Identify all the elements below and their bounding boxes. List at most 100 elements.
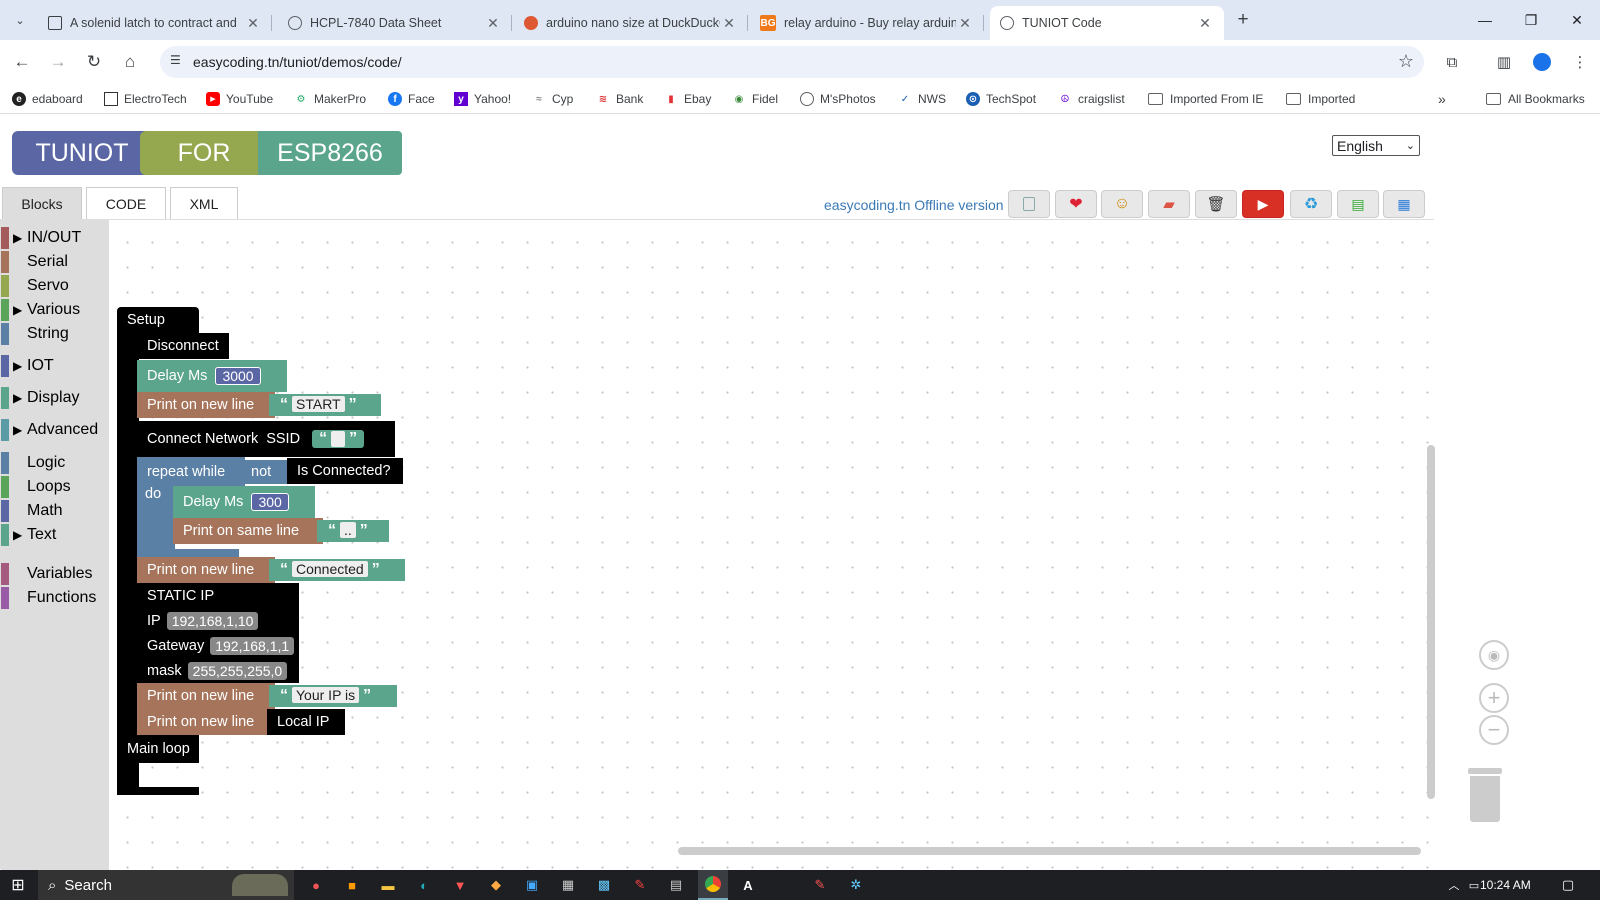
taskbar-app-icon[interactable]: ▤ xyxy=(669,877,683,892)
print-new-line-block[interactable]: Print on new line xyxy=(137,709,275,735)
recycle-icon[interactable]: ♻ xyxy=(1290,190,1332,218)
offline-version-link[interactable]: easycoding.tn Offline version xyxy=(824,197,1004,213)
string-block[interactable]: “..” xyxy=(317,520,389,542)
horizontal-scrollbar[interactable] xyxy=(678,847,1421,855)
avatar-icon[interactable]: ☺ xyxy=(1101,190,1143,218)
taskbar-app-icon[interactable]: ▩ xyxy=(597,877,611,892)
language-select[interactable]: English ⌄ xyxy=(1332,135,1420,156)
print-same-line-block[interactable]: Print on same line xyxy=(173,518,323,544)
category-variables[interactable]: Variables xyxy=(1,562,109,586)
category-servo[interactable]: Servo xyxy=(1,274,109,298)
taskbar-app-icon[interactable]: ▦ xyxy=(561,877,575,892)
windows-start-icon[interactable]: ⊞ xyxy=(11,877,25,894)
browser-tab[interactable]: arduino nano size at DuckDuckGo ✕ xyxy=(514,6,748,40)
delay-value-field[interactable]: 3000 xyxy=(215,367,261,385)
category-logic[interactable]: Logic xyxy=(1,451,109,475)
disconnect-block[interactable]: Disconnect xyxy=(137,333,229,359)
string-block[interactable]: “Your IP is” xyxy=(269,685,397,707)
clock-time[interactable]: 10:24 AM xyxy=(1480,878,1531,892)
browser-tab[interactable]: BG relay arduino - Buy relay arduino ✕ xyxy=(750,6,984,40)
category-string[interactable]: String xyxy=(1,322,109,346)
edge-icon[interactable]: ◐ xyxy=(420,877,428,893)
category-serial[interactable]: Serial xyxy=(1,250,109,274)
trash-icon[interactable]: 🗑 xyxy=(1195,190,1237,218)
taskbar-app-icon[interactable]: ✎ xyxy=(634,877,646,892)
delay-value-field[interactable]: 300 xyxy=(251,493,289,511)
zoom-in-icon[interactable]: + xyxy=(1479,683,1509,713)
window-close-icon[interactable]: ✕ xyxy=(1571,11,1583,28)
chevron-right-double-icon[interactable]: » xyxy=(1438,91,1446,107)
category-in-out[interactable]: ▶IN/OUT xyxy=(1,226,109,250)
all-bookmarks-folder[interactable]: All Bookmarks xyxy=(1486,90,1585,108)
bookmark-item[interactable]: ▮Ebay xyxy=(664,90,711,108)
category-text[interactable]: ▶Text xyxy=(1,523,109,547)
ip-field[interactable]: 192,168,1,10 xyxy=(166,611,259,630)
taskbar-app-icon[interactable]: ■ xyxy=(348,877,356,893)
bookmark-item[interactable]: M'sPhotos xyxy=(800,90,876,108)
folder-icon[interactable]: ▦ xyxy=(1383,190,1425,218)
blockly-workspace[interactable]: Setup Disconnect Delay Ms 3000 Print on … xyxy=(109,220,1509,870)
back-arrow-icon[interactable]: ← xyxy=(13,52,31,71)
main-loop-block[interactable]: Main loop xyxy=(117,735,199,763)
play-icon[interactable]: ▶ xyxy=(1242,190,1284,218)
zoom-out-icon[interactable]: − xyxy=(1479,715,1509,745)
taskbar-app-icon[interactable]: ▣ xyxy=(525,877,539,892)
chevron-up-icon[interactable]: ︿ xyxy=(1448,880,1460,892)
site-info-icon[interactable]: ☰ xyxy=(170,53,181,67)
category-math[interactable]: Math xyxy=(1,499,109,523)
side-panel-icon[interactable]: ▥ xyxy=(1496,54,1512,71)
is-connected-block[interactable]: Is Connected? xyxy=(287,458,403,484)
minimize-icon[interactable]: — xyxy=(1478,12,1492,28)
file-explorer-icon[interactable]: ▬ xyxy=(381,877,395,893)
bookmark-item[interactable]: ElectroTech xyxy=(104,90,187,108)
category-advanced[interactable]: ▶Advanced xyxy=(1,418,109,442)
category-display[interactable]: ▶Display xyxy=(1,386,109,410)
print-new-line-block[interactable]: Print on new line xyxy=(137,392,275,418)
category-functions[interactable]: Functions xyxy=(1,586,109,610)
bookmark-item[interactable]: ☮craigslist xyxy=(1058,90,1125,108)
string-block[interactable]: “Connected” xyxy=(269,559,405,581)
connect-network-block[interactable]: Connect Network SSID “” xyxy=(137,421,395,457)
delay-block[interactable]: Delay Ms 300 xyxy=(173,486,315,518)
not-block[interactable]: not xyxy=(241,460,291,484)
close-icon[interactable]: ✕ xyxy=(247,14,259,31)
category-loops[interactable]: Loops xyxy=(1,475,109,499)
taskbar-search[interactable]: ⌕ Search xyxy=(38,870,294,900)
taskbar-app-icon[interactable]: ● xyxy=(312,877,320,893)
close-icon[interactable]: ✕ xyxy=(487,14,499,31)
close-icon[interactable]: ✕ xyxy=(959,14,971,31)
category-iot[interactable]: ▶IOT xyxy=(1,354,109,378)
url-text[interactable]: easycoding.tn/tuniot/demos/code/ xyxy=(193,54,402,70)
forward-arrow-icon[interactable]: → xyxy=(49,52,67,71)
taskbar-app-icon[interactable]: ✎ xyxy=(814,877,826,892)
address-bar[interactable]: ☰ easycoding.tn/tuniot/demos/code/ ☆ xyxy=(160,46,1424,78)
bookmark-item[interactable]: ⊙TechSpot xyxy=(966,90,1036,108)
tab-xml[interactable]: XML xyxy=(170,187,238,219)
reload-icon[interactable]: ↻ xyxy=(86,52,102,71)
brave-icon[interactable]: ▼ xyxy=(453,877,467,893)
repeat-while-block[interactable]: repeat while xyxy=(137,457,245,487)
setup-block[interactable]: Setup xyxy=(117,307,199,333)
notification-icon[interactable]: ▢ xyxy=(1561,877,1575,892)
bookmark-item[interactable]: ⚙MakerPro xyxy=(294,90,367,108)
bookmark-item[interactable]: ▶YouTube xyxy=(206,90,273,108)
chrome-icon[interactable] xyxy=(698,870,728,900)
vertical-scrollbar[interactable] xyxy=(1427,445,1435,799)
browser-tab[interactable]: A solenid latch to contract and ✕ xyxy=(38,6,272,40)
bookmark-folder[interactable]: Imported From IE xyxy=(1148,90,1263,108)
browser-tab-active[interactable]: TUNIOT Code ✕ xyxy=(990,6,1224,40)
close-icon[interactable]: ✕ xyxy=(1199,14,1211,31)
bookmark-item[interactable]: ✓NWS xyxy=(898,90,946,108)
ssid-string-field[interactable]: “” xyxy=(312,430,365,448)
network-icon[interactable]: ▭ xyxy=(1468,879,1480,892)
string-block[interactable]: “START” xyxy=(269,394,381,416)
tab-search-icon[interactable]: ⌄ xyxy=(15,14,25,27)
extensions-icon[interactable]: ⧉ xyxy=(1446,53,1458,71)
bookmark-item[interactable]: ≋Bank xyxy=(596,90,644,108)
recenter-icon[interactable]: ◉ xyxy=(1479,640,1509,670)
browser-tab[interactable]: HCPL-7840 Data Sheet ✕ xyxy=(278,6,512,40)
copy-icon[interactable] xyxy=(1008,190,1050,218)
print-new-line-block[interactable]: Print on new line xyxy=(137,683,275,709)
